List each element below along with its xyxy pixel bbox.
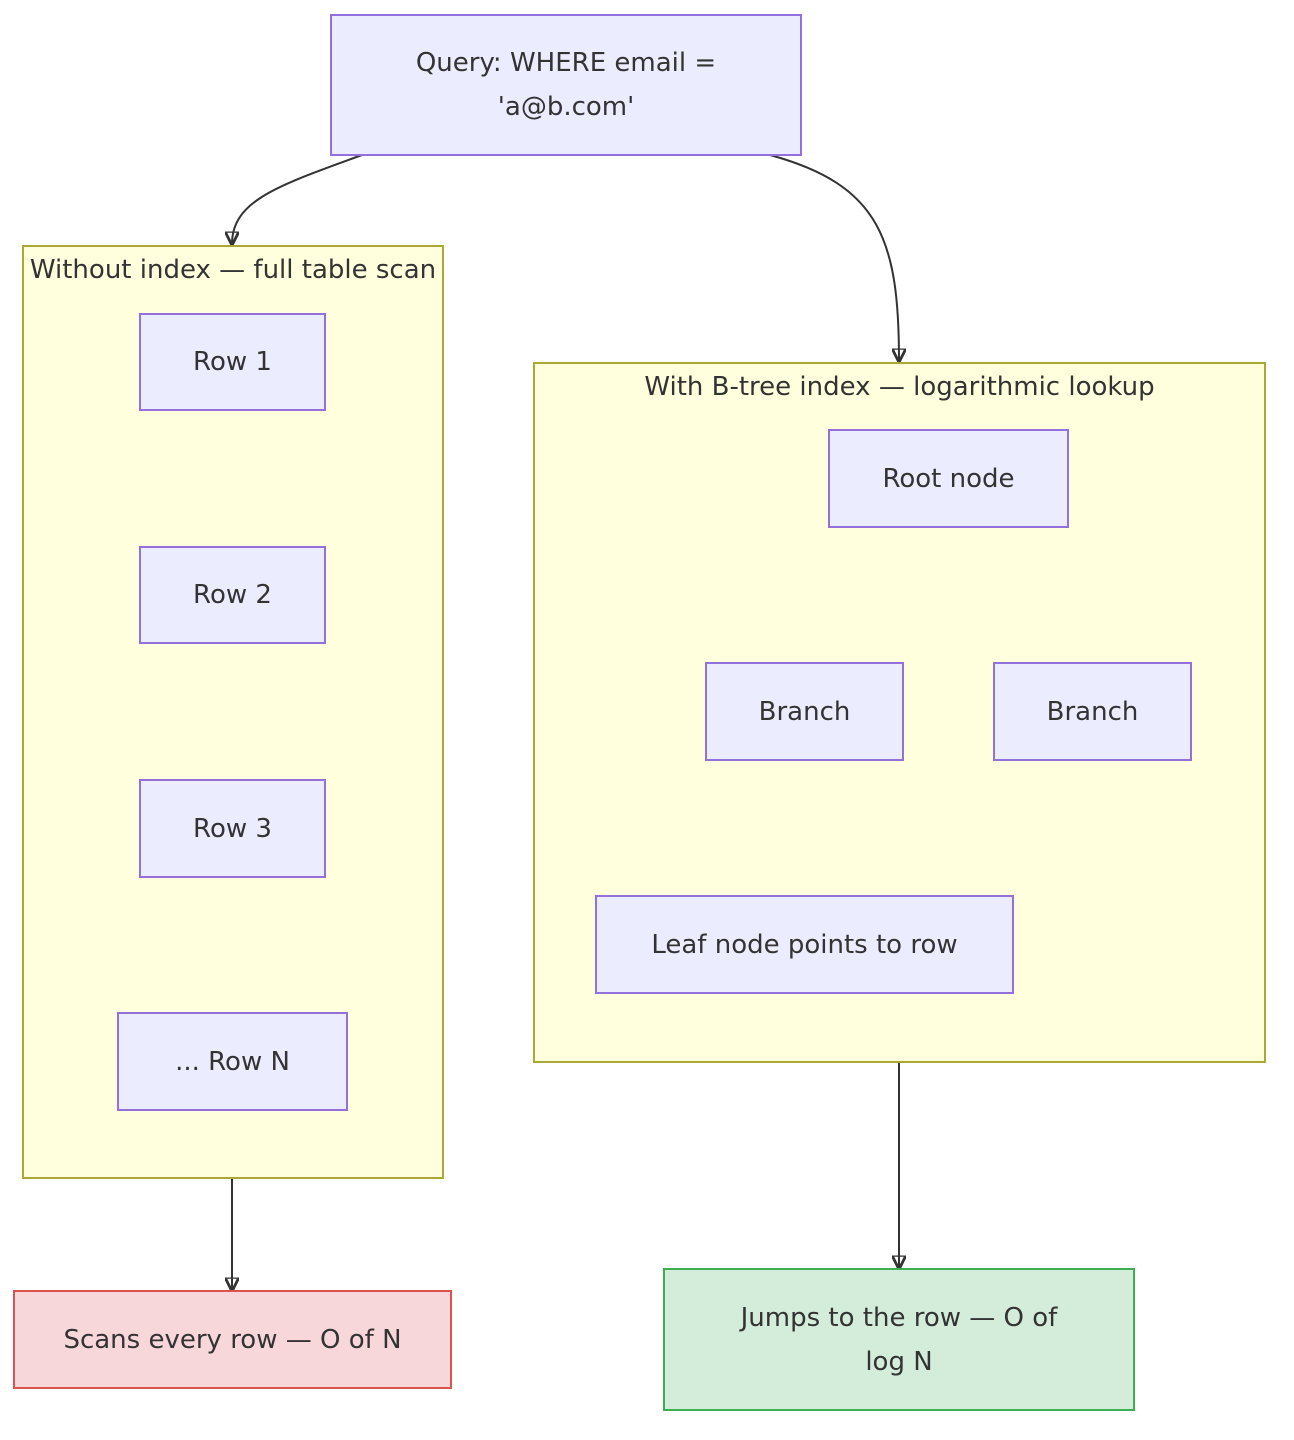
branch-node-right: Branch [993, 662, 1192, 761]
root-node-label: Root node [882, 463, 1015, 494]
branch-node-left: Branch [705, 662, 904, 761]
cluster-without-index-title: Without index — full table scan [29, 255, 437, 285]
row-node-3-label: Row 3 [193, 813, 272, 844]
query-node: Query: WHERE email = 'a@b.com' [330, 14, 802, 156]
leaf-node-label: Leaf node points to row [651, 929, 958, 960]
row-node-n: ... Row N [117, 1012, 348, 1111]
branch-node-right-label: Branch [1046, 696, 1139, 727]
row-node-1-label: Row 1 [193, 347, 272, 377]
row-node-1: Row 1 [139, 313, 326, 411]
row-node-2-label: Row 2 [193, 580, 272, 610]
branch-node-left-label: Branch [758, 696, 851, 727]
row-node-3: Row 3 [139, 779, 326, 878]
row-node-2: Row 2 [139, 546, 326, 644]
leaf-node: Leaf node points to row [595, 895, 1014, 994]
cluster-with-index-title: With B-tree index — logarithmic lookup [644, 372, 1155, 402]
edge-query-to-scan-cluster [232, 154, 363, 244]
result-scan-node: Scans every row — O of N [13, 1290, 452, 1389]
edge-query-to-index-cluster [769, 154, 899, 361]
root-node: Root node [828, 429, 1069, 528]
result-scan-label: Scans every row — O of N [63, 1324, 402, 1355]
result-index-label: Jumps to the row — O of log N [740, 1302, 1058, 1377]
row-node-n-label: ... Row N [175, 1046, 290, 1077]
result-index-node: Jumps to the row — O of log N [663, 1268, 1135, 1411]
query-node-label: Query: WHERE email = 'a@b.com' [415, 48, 717, 122]
